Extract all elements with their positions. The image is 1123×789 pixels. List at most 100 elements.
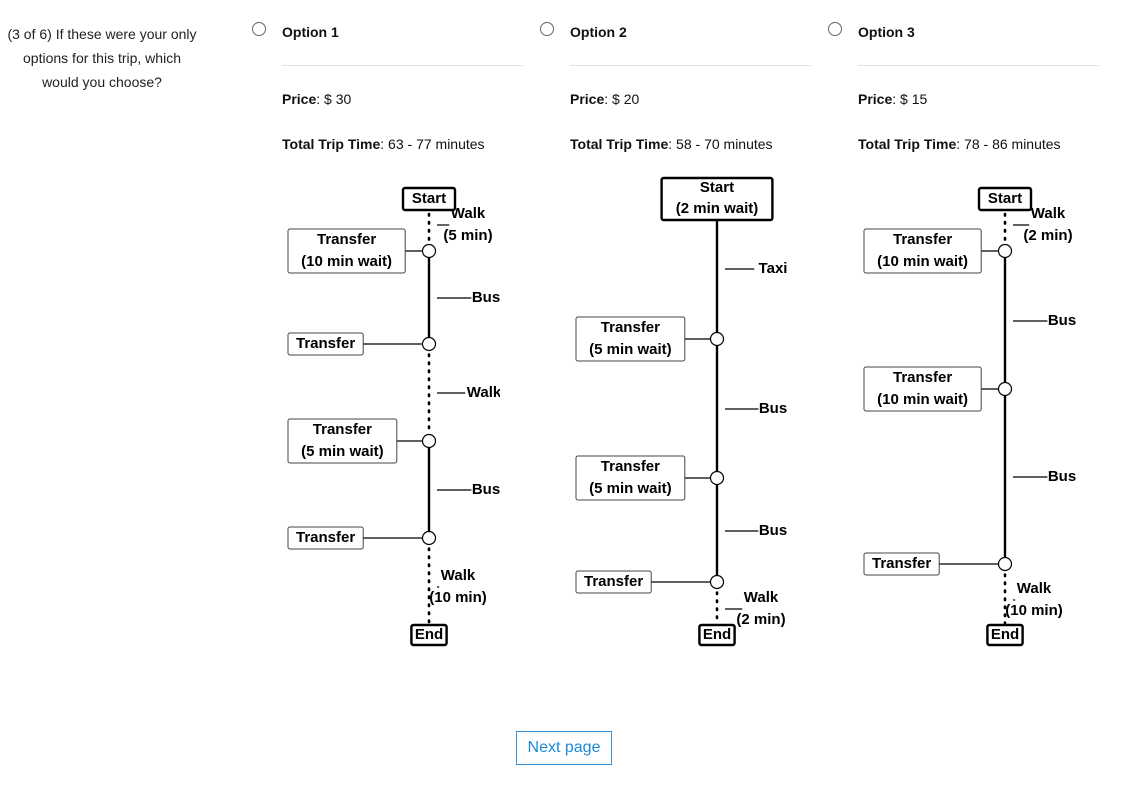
transfer-label: (10 min wait) <box>301 253 392 270</box>
option-3-divider <box>858 65 1099 66</box>
option-1-price-label: Price <box>282 91 317 107</box>
option-3-price-value: : $ 15 <box>892 91 928 107</box>
start-box <box>977 186 1033 212</box>
stop-node <box>709 470 725 486</box>
start-label: Start <box>412 190 446 207</box>
option-2-price: Price: $ 20 <box>570 91 639 107</box>
leg-detail-label: (5 min) <box>443 227 492 244</box>
option-3-time-label: Total Trip Time <box>858 136 957 152</box>
option-3-price: Price: $ 15 <box>858 91 927 107</box>
question-text: (3 of 6) If these were your only options… <box>7 26 197 90</box>
option-1-title: Option 1 <box>282 24 339 40</box>
next-page-button[interactable]: Next page <box>516 731 612 765</box>
stop-node <box>421 336 437 352</box>
option-1-time-value: : 63 - 77 minutes <box>380 136 485 152</box>
leg-mode-label: Bus <box>472 481 500 498</box>
start-label: (2 min wait) <box>676 200 759 217</box>
transfer-label: Transfer <box>584 573 643 590</box>
transfer-box <box>863 552 940 576</box>
transfer-label: Transfer <box>893 369 952 386</box>
option-2-time-label: Total Trip Time <box>570 136 669 152</box>
start-label: Start <box>700 179 734 196</box>
start-box <box>660 176 774 222</box>
option-1-price-value: : $ 30 <box>316 91 352 107</box>
option-2: Option 2 Price: $ 20 Total Trip Time: 58… <box>538 0 811 700</box>
leg-mode-label: Bus <box>1048 468 1076 485</box>
option-2-price-label: Price <box>570 91 605 107</box>
transfer-label: Transfer <box>313 421 372 438</box>
transfer-box <box>287 418 398 464</box>
end-label: End <box>991 626 1019 643</box>
option-1-price: Price: $ 30 <box>282 91 351 107</box>
stop-node <box>997 556 1013 572</box>
transfer-label: (5 min wait) <box>589 341 672 358</box>
option-3-price-label: Price <box>858 91 893 107</box>
transfer-box <box>863 228 982 274</box>
transfer-label: (10 min wait) <box>877 391 968 408</box>
option-3-radio[interactable] <box>828 22 842 36</box>
transfer-box <box>575 455 686 501</box>
end-box <box>698 623 736 647</box>
transfer-box <box>287 332 364 356</box>
start-box <box>401 186 457 212</box>
transfer-label: (5 min wait) <box>589 480 672 497</box>
leg-mode-label: Walk <box>1031 205 1066 222</box>
stop-node <box>421 433 437 449</box>
option-3-trip-time: Total Trip Time: 78 - 86 minutes <box>858 136 1061 152</box>
option-3-time-value: : 78 - 86 minutes <box>956 136 1061 152</box>
stop-node <box>421 530 437 546</box>
leg-mode-label: Bus <box>472 289 500 306</box>
option-1-time-label: Total Trip Time <box>282 136 381 152</box>
transfer-label: Transfer <box>893 231 952 248</box>
stop-node <box>997 243 1013 259</box>
leg-mode-label: Walk <box>451 205 486 222</box>
leg-detail-label: (10 min) <box>1005 602 1063 619</box>
transfer-box <box>575 570 652 594</box>
transfer-label: (5 min wait) <box>301 443 384 460</box>
option-1-divider <box>282 65 523 66</box>
option-2-price-value: : $ 20 <box>604 91 640 107</box>
transfer-label: (10 min wait) <box>877 253 968 270</box>
start-label: Start <box>988 190 1022 207</box>
transfer-box <box>863 366 982 412</box>
leg-mode-label: Bus <box>759 522 787 539</box>
option-2-trip-time: Total Trip Time: 58 - 70 minutes <box>570 136 773 152</box>
end-label: End <box>703 626 731 643</box>
option-2-radio[interactable] <box>540 22 554 36</box>
stop-node <box>709 331 725 347</box>
leg-detail-label: (10 min) <box>429 589 487 606</box>
transfer-box <box>287 526 364 550</box>
option-2-title: Option 2 <box>570 24 627 40</box>
option-3-title: Option 3 <box>858 24 915 40</box>
leg-mode-label: Bus <box>1048 312 1076 329</box>
transfer-label: Transfer <box>317 231 376 248</box>
transfer-label: Transfer <box>296 529 355 546</box>
option-1-trip-time: Total Trip Time: 63 - 77 minutes <box>282 136 485 152</box>
transfer-label: Transfer <box>872 555 931 572</box>
end-label: End <box>415 626 443 643</box>
transfer-box <box>287 228 406 274</box>
option-2-time-value: : 58 - 70 minutes <box>668 136 773 152</box>
option-3: Option 3 Price: $ 15 Total Trip Time: 78… <box>826 0 1099 700</box>
stop-node <box>997 381 1013 397</box>
end-box <box>410 623 448 647</box>
leg-mode-label: Walk <box>441 567 476 584</box>
leg-mode-label: Taxi <box>759 260 788 277</box>
option-1-radio[interactable] <box>252 22 266 36</box>
leg-mode-label: Walk <box>744 589 779 606</box>
transfer-label: Transfer <box>601 458 660 475</box>
stop-node <box>709 574 725 590</box>
transfer-box <box>575 316 686 362</box>
leg-mode-label: Walk <box>467 384 500 401</box>
option-1: Option 1 Price: $ 30 Total Trip Time: 63… <box>250 0 523 700</box>
leg-mode-label: Walk <box>1017 580 1052 597</box>
transfer-label: Transfer <box>296 335 355 352</box>
end-box <box>986 623 1024 647</box>
stop-node <box>421 243 437 259</box>
leg-detail-label: (2 min) <box>736 611 785 628</box>
transfer-label: Transfer <box>601 319 660 336</box>
option-2-divider <box>570 65 811 66</box>
